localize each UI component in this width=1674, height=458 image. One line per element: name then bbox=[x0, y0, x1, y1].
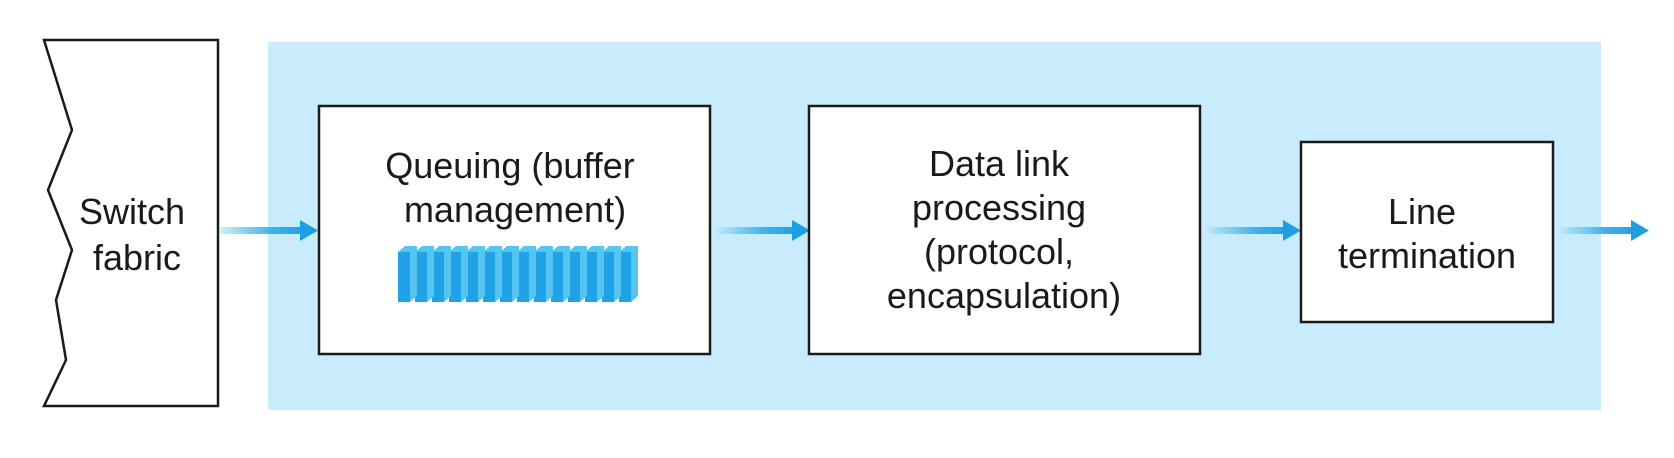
svg-text:Queuing (buffer manageme: Queuing (buffer management) bbox=[385, 145, 645, 230]
buffer-packet-side bbox=[580, 246, 587, 302]
svg-text:Switch fabric: Switch fabric bbox=[79, 191, 195, 278]
buffer-packet bbox=[415, 252, 427, 302]
buffer-packet-side bbox=[478, 246, 485, 302]
buffer-packet bbox=[568, 252, 580, 302]
buffer-packet-side bbox=[461, 246, 468, 302]
queuing-block: Queuing (buffer management) bbox=[317, 104, 712, 356]
line-termination-label-line2: termination bbox=[1338, 235, 1516, 276]
buffer-packet-top bbox=[483, 246, 502, 252]
queuing-label-line2: management) bbox=[404, 189, 626, 230]
switch-fabric-label-line2: fabric bbox=[93, 237, 181, 278]
buffer-packet-top bbox=[500, 246, 519, 252]
buffer-packet bbox=[432, 252, 444, 302]
buffer-packet bbox=[619, 252, 631, 302]
buffer-packet-top bbox=[551, 246, 570, 252]
buffer-packet-top bbox=[415, 246, 434, 252]
buffer-packet-side bbox=[597, 246, 604, 302]
buffer-queue-icon bbox=[398, 246, 638, 302]
buffer-packet-side bbox=[444, 246, 451, 302]
buffer-packet bbox=[449, 252, 461, 302]
buffer-packet-side bbox=[410, 246, 417, 302]
line-termination-label-line1: Line bbox=[1388, 191, 1456, 232]
data-link-label-line2: processing bbox=[912, 187, 1086, 228]
queuing-label-line1: Queuing (buffer bbox=[385, 145, 635, 186]
data-link-label-line3: (protocol, bbox=[924, 231, 1074, 272]
buffer-packet-side bbox=[427, 246, 434, 302]
buffer-packet-side bbox=[512, 246, 519, 302]
svg-text:Data link processing: Data link processing (protocol, encapsul… bbox=[887, 143, 1121, 316]
buffer-packet-top bbox=[432, 246, 451, 252]
data-link-label-line1: Data link bbox=[929, 143, 1070, 184]
buffer-packet-top bbox=[619, 246, 638, 252]
buffer-packet-top bbox=[398, 246, 417, 252]
data-link-processing-block: Data link processing (protocol, encapsul… bbox=[807, 104, 1202, 356]
right-arrow-icon bbox=[1202, 220, 1301, 241]
switch-fabric-block: Switch fabric bbox=[42, 38, 220, 408]
buffer-packet bbox=[500, 252, 512, 302]
right-arrow-icon bbox=[1555, 220, 1649, 241]
buffer-packet-top bbox=[534, 246, 553, 252]
buffer-packet bbox=[466, 252, 478, 302]
buffer-packet bbox=[398, 252, 410, 302]
buffer-packet-top bbox=[585, 246, 604, 252]
buffer-packet-side bbox=[546, 246, 553, 302]
line-termination-block: Line termination bbox=[1299, 140, 1555, 324]
data-link-label-line4: encapsulation) bbox=[887, 275, 1121, 316]
buffer-packet bbox=[483, 252, 495, 302]
buffer-packet bbox=[534, 252, 546, 302]
right-arrow-icon bbox=[220, 220, 318, 241]
buffer-packet-top bbox=[602, 246, 621, 252]
buffer-packet bbox=[602, 252, 614, 302]
buffer-packet-side bbox=[563, 246, 570, 302]
buffer-packet-side bbox=[495, 246, 502, 302]
switch-fabric-label-line1: Switch bbox=[79, 191, 185, 232]
right-arrow-icon bbox=[712, 220, 810, 241]
buffer-packet-top bbox=[517, 246, 536, 252]
svg-text:Line termination: Line termination bbox=[1338, 191, 1516, 276]
buffer-packet-side bbox=[614, 246, 621, 302]
buffer-packet bbox=[585, 252, 597, 302]
buffer-packet-top bbox=[568, 246, 587, 252]
buffer-packet-top bbox=[449, 246, 468, 252]
buffer-packet bbox=[517, 252, 529, 302]
buffer-packet bbox=[551, 252, 563, 302]
buffer-packet-side bbox=[631, 246, 638, 302]
buffer-packet-side bbox=[529, 246, 536, 302]
buffer-packet-top bbox=[466, 246, 485, 252]
